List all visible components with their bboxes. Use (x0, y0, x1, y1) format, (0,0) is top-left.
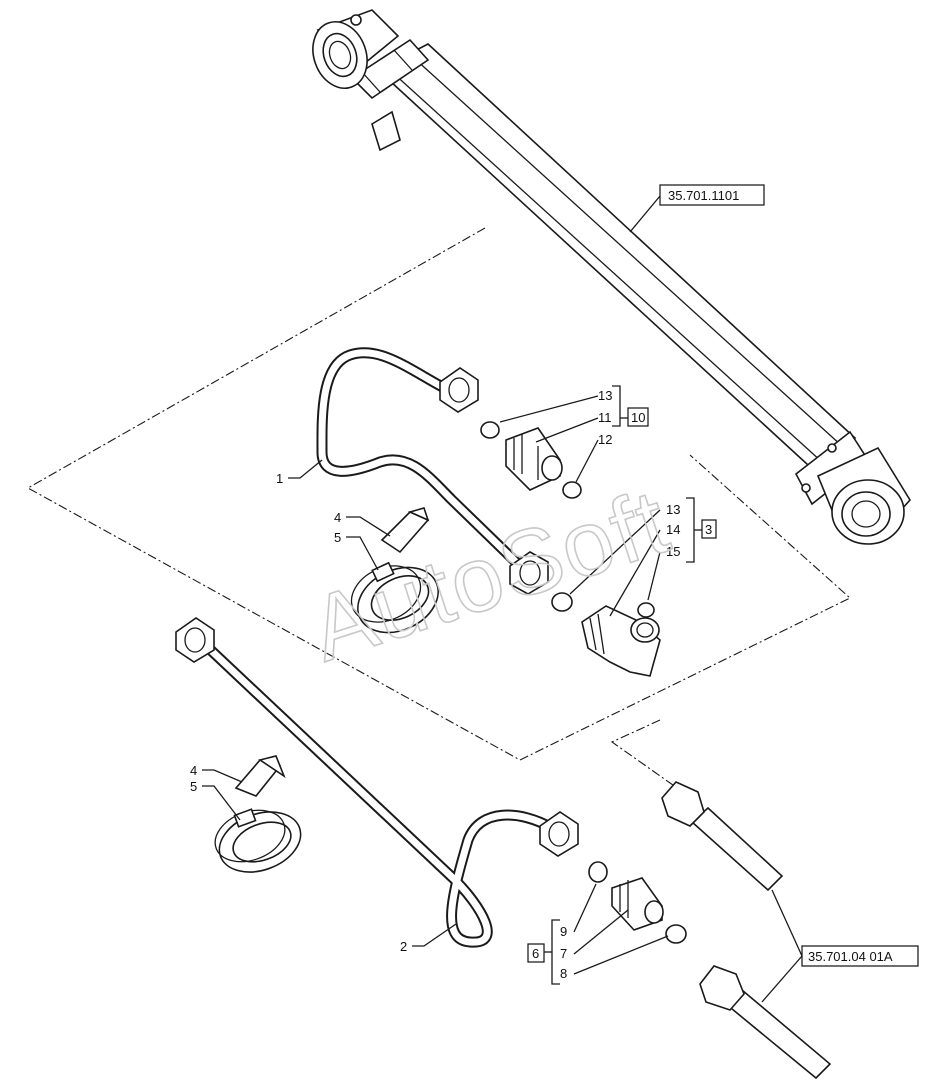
callout-g6-oring: 9 (560, 924, 567, 939)
callout-g6-adapter: 7 (560, 946, 567, 961)
callout-pipe-upper: 1 (276, 471, 283, 486)
tube-reference-label[interactable]: 35.701.04 01A (808, 949, 893, 964)
assembly-outline-lower (610, 719, 681, 791)
group-box-3 (701, 519, 717, 539)
hydraulic-cylinder (312, 9, 911, 545)
hydraulic-pipe-upper (316, 347, 549, 595)
cylinder-reference-box (659, 184, 765, 206)
group-box-10 (627, 407, 649, 427)
hydraulic-pipe-lower (175, 617, 579, 948)
adapter-lower (588, 861, 687, 944)
clamp-lower (214, 755, 302, 873)
group-label-6: 6 (532, 946, 539, 961)
leader-lines (202, 195, 803, 1003)
adapter-upper (480, 421, 582, 499)
callout-g3-oring-bottom: 15 (666, 544, 680, 559)
callout-clip-upper: 4 (334, 510, 341, 525)
cylinder-reference-label[interactable]: 35.701.1101 (668, 188, 739, 203)
callout-g10-adapter: 11 (598, 410, 612, 425)
tube-reference-box (801, 945, 919, 967)
callout-g10-oring-top: 13 (598, 388, 612, 403)
callout-clamp-lower: 5 (190, 779, 197, 794)
callout-g10-oring-bottom: 12 (598, 432, 612, 447)
group-box-6 (527, 943, 545, 963)
callout-clip-lower: 4 (190, 763, 197, 778)
connecting-tube-lower (699, 965, 832, 1080)
clamp-upper (350, 507, 439, 634)
callout-g6-oring-bottom: 8 (560, 966, 567, 981)
connecting-tube-upper (661, 781, 784, 892)
group-label-10: 10 (631, 410, 645, 425)
group-label-3: 3 (705, 522, 712, 537)
callout-clamp-upper: 5 (334, 530, 341, 545)
elbow-fitting (551, 592, 661, 677)
callout-g3-elbow: 14 (666, 522, 680, 537)
callout-g3-oring-top: 13 (666, 502, 680, 517)
callout-pipe-lower: 2 (400, 939, 407, 954)
